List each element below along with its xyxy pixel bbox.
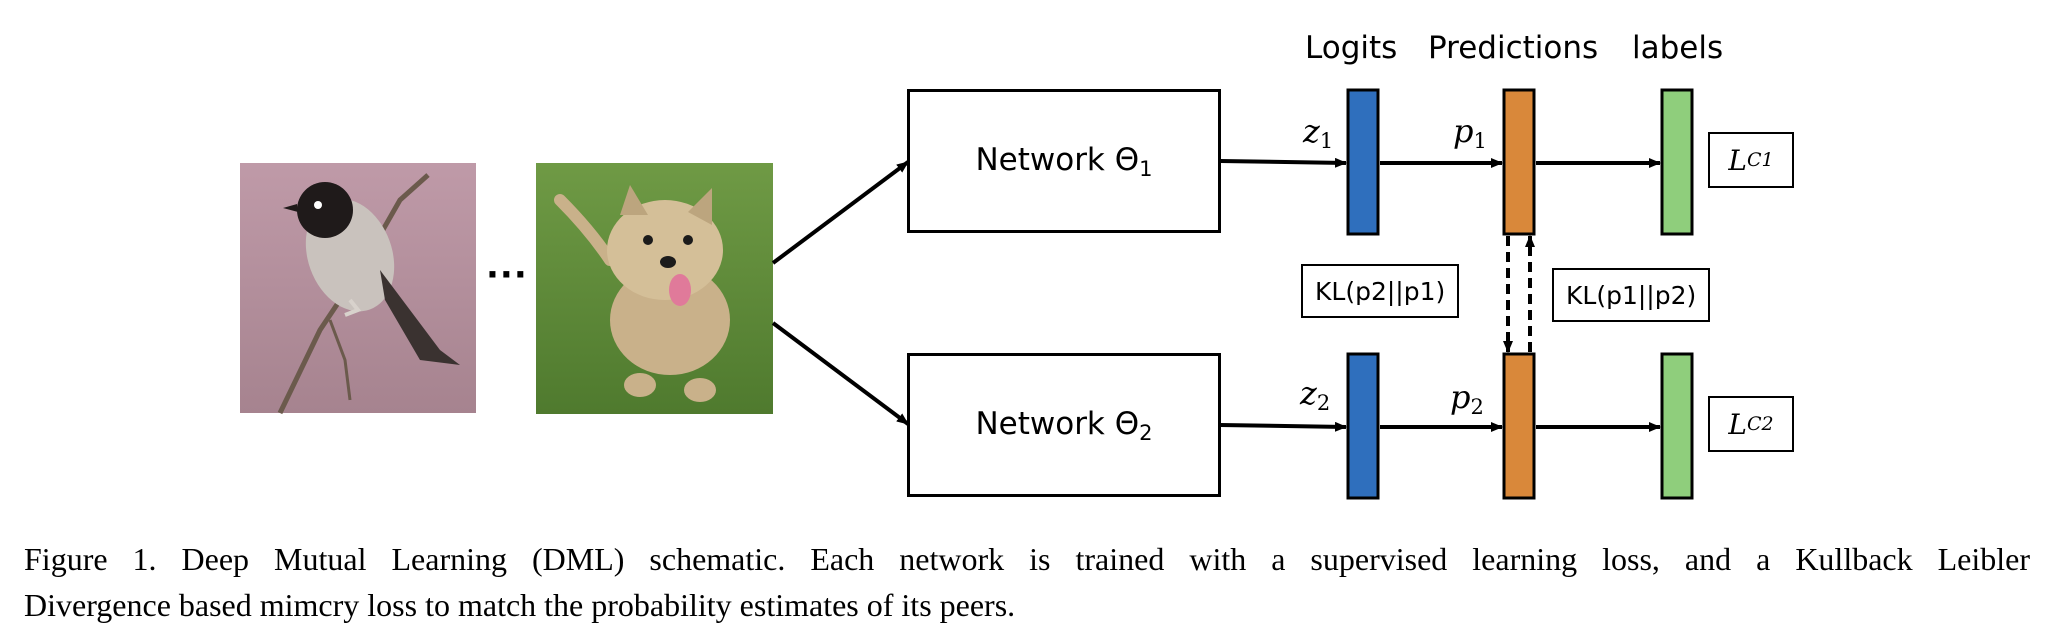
bird-image <box>240 163 476 415</box>
dog-image <box>536 163 773 414</box>
logit-bar-2 <box>1346 352 1380 500</box>
arrow-image-to-net1 <box>771 160 910 265</box>
ellipsis: ··· <box>486 255 528 295</box>
label-bar-2 <box>1660 352 1694 500</box>
arrow-image-to-net2 <box>771 321 910 426</box>
predictions-label: Predictions <box>1428 30 1599 66</box>
caption-line-1: Figure 1. Deep Mutual Learning (DML) sch… <box>24 541 2030 577</box>
labels-label: labels <box>1632 30 1724 66</box>
prediction-bar-1 <box>1502 88 1536 236</box>
p2-label: p2 <box>1450 378 1484 419</box>
z1-label: z1 <box>1303 112 1334 153</box>
arrow-net2-to-z2 <box>1219 421 1347 432</box>
figure-caption: Figure 1. Deep Mutual Learning (DML) sch… <box>24 536 2030 628</box>
kl-p2-p1-box: KL(p2||p1) <box>1301 264 1460 318</box>
arrow-net1-to-z1 <box>1219 157 1347 168</box>
network-2-label: Network Θ2 <box>975 405 1153 445</box>
network-1-box: Network Θ1 <box>907 89 1221 233</box>
z2-label: z2 <box>1300 374 1331 415</box>
label-bar-1 <box>1660 88 1694 236</box>
network-1-label: Network Θ1 <box>975 141 1153 181</box>
caption-line-2: Divergence based mimcry loss to match th… <box>24 587 1016 623</box>
logit-bar-1 <box>1346 88 1380 236</box>
logits-label: Logits <box>1305 30 1398 66</box>
kl-p1-p2-box: KL(p1||p2) <box>1552 268 1711 322</box>
prediction-bar-2 <box>1502 352 1536 500</box>
p1-label: p1 <box>1453 112 1487 153</box>
network-2-box: Network Θ2 <box>907 353 1221 497</box>
